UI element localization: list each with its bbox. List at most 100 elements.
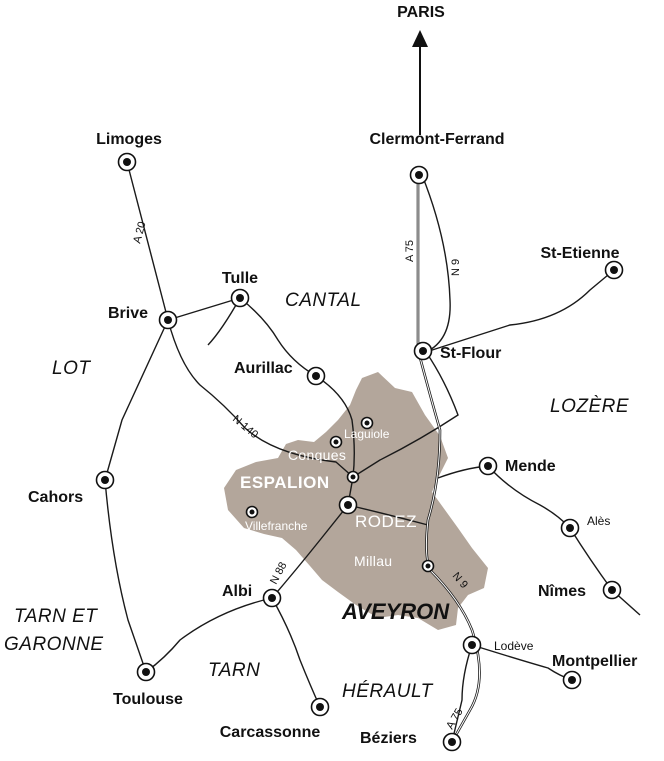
label-road-n140: N 140	[230, 413, 260, 441]
city-marker-lodeve	[462, 635, 482, 655]
city-marker-limoges	[117, 152, 137, 172]
label-clermont: Clermont-Ferrand	[369, 131, 504, 148]
city-marker-dot-icon	[316, 703, 324, 711]
label-st-flour: St-Flour	[440, 345, 501, 362]
city-marker-dot-icon	[101, 476, 109, 484]
label-garonne: GARONNE	[4, 634, 104, 655]
city-marker-dot-icon	[249, 509, 255, 515]
label-lodeve: Lodève	[494, 639, 534, 653]
city-marker-carcassonne	[310, 697, 330, 717]
road-toulouse-albi	[145, 597, 273, 673]
city-marker-brive	[158, 310, 178, 330]
label-ales: Alès	[587, 514, 610, 528]
city-marker-cahors	[95, 470, 115, 490]
city-marker-ales	[560, 518, 580, 538]
paris-arrow-head-icon	[412, 30, 428, 47]
city-marker-dot-icon	[350, 474, 356, 480]
label-road-n88: N 88	[268, 560, 290, 586]
label-paris: PARIS	[397, 4, 445, 21]
city-marker-aurillac	[306, 366, 326, 386]
city-marker-dot-icon	[312, 372, 320, 380]
label-beziers: Béziers	[360, 730, 417, 747]
label-mende: Mende	[505, 458, 556, 475]
city-marker-dot-icon	[142, 668, 150, 676]
city-marker-beziers	[442, 732, 462, 752]
city-marker-dot-icon	[419, 347, 427, 355]
city-marker-st-etienne	[604, 260, 624, 280]
city-marker-albi	[262, 588, 282, 608]
label-albi: Albi	[222, 583, 252, 600]
city-markers	[95, 152, 624, 752]
city-marker-tulle	[230, 288, 250, 308]
label-aveyron: AVEYRON	[341, 599, 450, 624]
city-marker-dot-icon	[468, 641, 476, 649]
label-road-n9-north: N 9	[450, 259, 462, 276]
city-marker-millau	[421, 559, 435, 573]
label-carcassonne: Carcassonne	[220, 724, 321, 741]
road-aurillac-laguiole	[315, 375, 355, 478]
city-marker-dot-icon	[415, 171, 423, 179]
city-marker-dot-icon	[333, 439, 339, 445]
aveyron-labels: Laguiole Conques ESPALION RODEZ Villefra…	[240, 427, 450, 624]
road-albi-carcassonne	[271, 597, 321, 708]
city-marker-dot-icon	[344, 501, 352, 509]
road-n9-north	[421, 174, 451, 353]
road-ales-nimes	[569, 527, 613, 591]
road-stflour-stetienne	[425, 269, 615, 353]
label-road-a75-north: A 75	[404, 240, 416, 262]
city-marker-dot-icon	[268, 594, 276, 602]
city-marker-dot-icon	[164, 316, 172, 324]
city-marker-rodez	[338, 495, 358, 515]
label-millau: Millau	[354, 553, 392, 569]
road-mende-ales	[487, 465, 571, 529]
label-herault: HÉRAULT	[342, 681, 434, 702]
city-marker-espalion	[346, 470, 360, 484]
city-marker-conques	[329, 435, 343, 449]
label-toulouse: Toulouse	[113, 691, 183, 708]
label-brive: Brive	[108, 305, 148, 322]
city-marker-dot-icon	[123, 158, 131, 166]
city-marker-laguiole	[360, 416, 374, 430]
city-marker-toulouse	[136, 662, 156, 682]
city-marker-villefranche	[245, 505, 259, 519]
label-road-a75-south: A 75	[444, 706, 465, 731]
label-st-etienne: St-Etienne	[540, 245, 619, 262]
city-marker-dot-icon	[364, 420, 370, 426]
label-montpellier: Montpellier	[552, 653, 637, 670]
label-cantal: CANTAL	[285, 290, 362, 311]
road-stflour-espalion	[352, 351, 459, 478]
road-brive-tulle	[167, 297, 241, 321]
city-marker-clermont	[409, 165, 429, 185]
city-marker-montpellier	[562, 670, 582, 690]
city-marker-dot-icon	[610, 266, 618, 274]
road-cahors-toulouse	[104, 479, 147, 673]
city-marker-dot-icon	[425, 563, 431, 569]
label-tarn-et: TARN ET	[14, 606, 98, 627]
label-villefranche: Villefranche	[245, 519, 308, 533]
label-aurillac: Aurillac	[234, 360, 293, 377]
label-espalion: ESPALION	[240, 473, 330, 492]
road-a20	[126, 161, 169, 321]
road-n140	[167, 319, 354, 478]
city-marker-dot-icon	[484, 462, 492, 470]
label-road-a20: A 20	[131, 220, 148, 244]
label-laguiole: Laguiole	[344, 427, 390, 441]
city-marker-dot-icon	[236, 294, 244, 302]
road-brive-cahors	[104, 319, 169, 481]
label-limoges: Limoges	[96, 131, 162, 148]
label-tulle: Tulle	[222, 270, 258, 287]
city-marker-dot-icon	[568, 676, 576, 684]
label-nimes: Nîmes	[538, 583, 586, 600]
label-cahors: Cahors	[28, 489, 83, 506]
city-labels: PARIS Limoges Clermont-Ferrand St-Etienn…	[28, 4, 637, 747]
city-marker-dot-icon	[608, 586, 616, 594]
city-marker-mende	[478, 456, 498, 476]
label-conques: Conques	[288, 447, 346, 463]
label-rodez: RODEZ	[355, 512, 417, 531]
city-marker-st-flour	[413, 341, 433, 361]
road-tulle-aurillac	[239, 297, 317, 377]
region-labels: CANTAL LOT LOZÈRE TARN ET GARONNE TARN H…	[4, 290, 629, 702]
city-marker-dot-icon	[448, 738, 456, 746]
city-marker-nimes	[602, 580, 622, 600]
